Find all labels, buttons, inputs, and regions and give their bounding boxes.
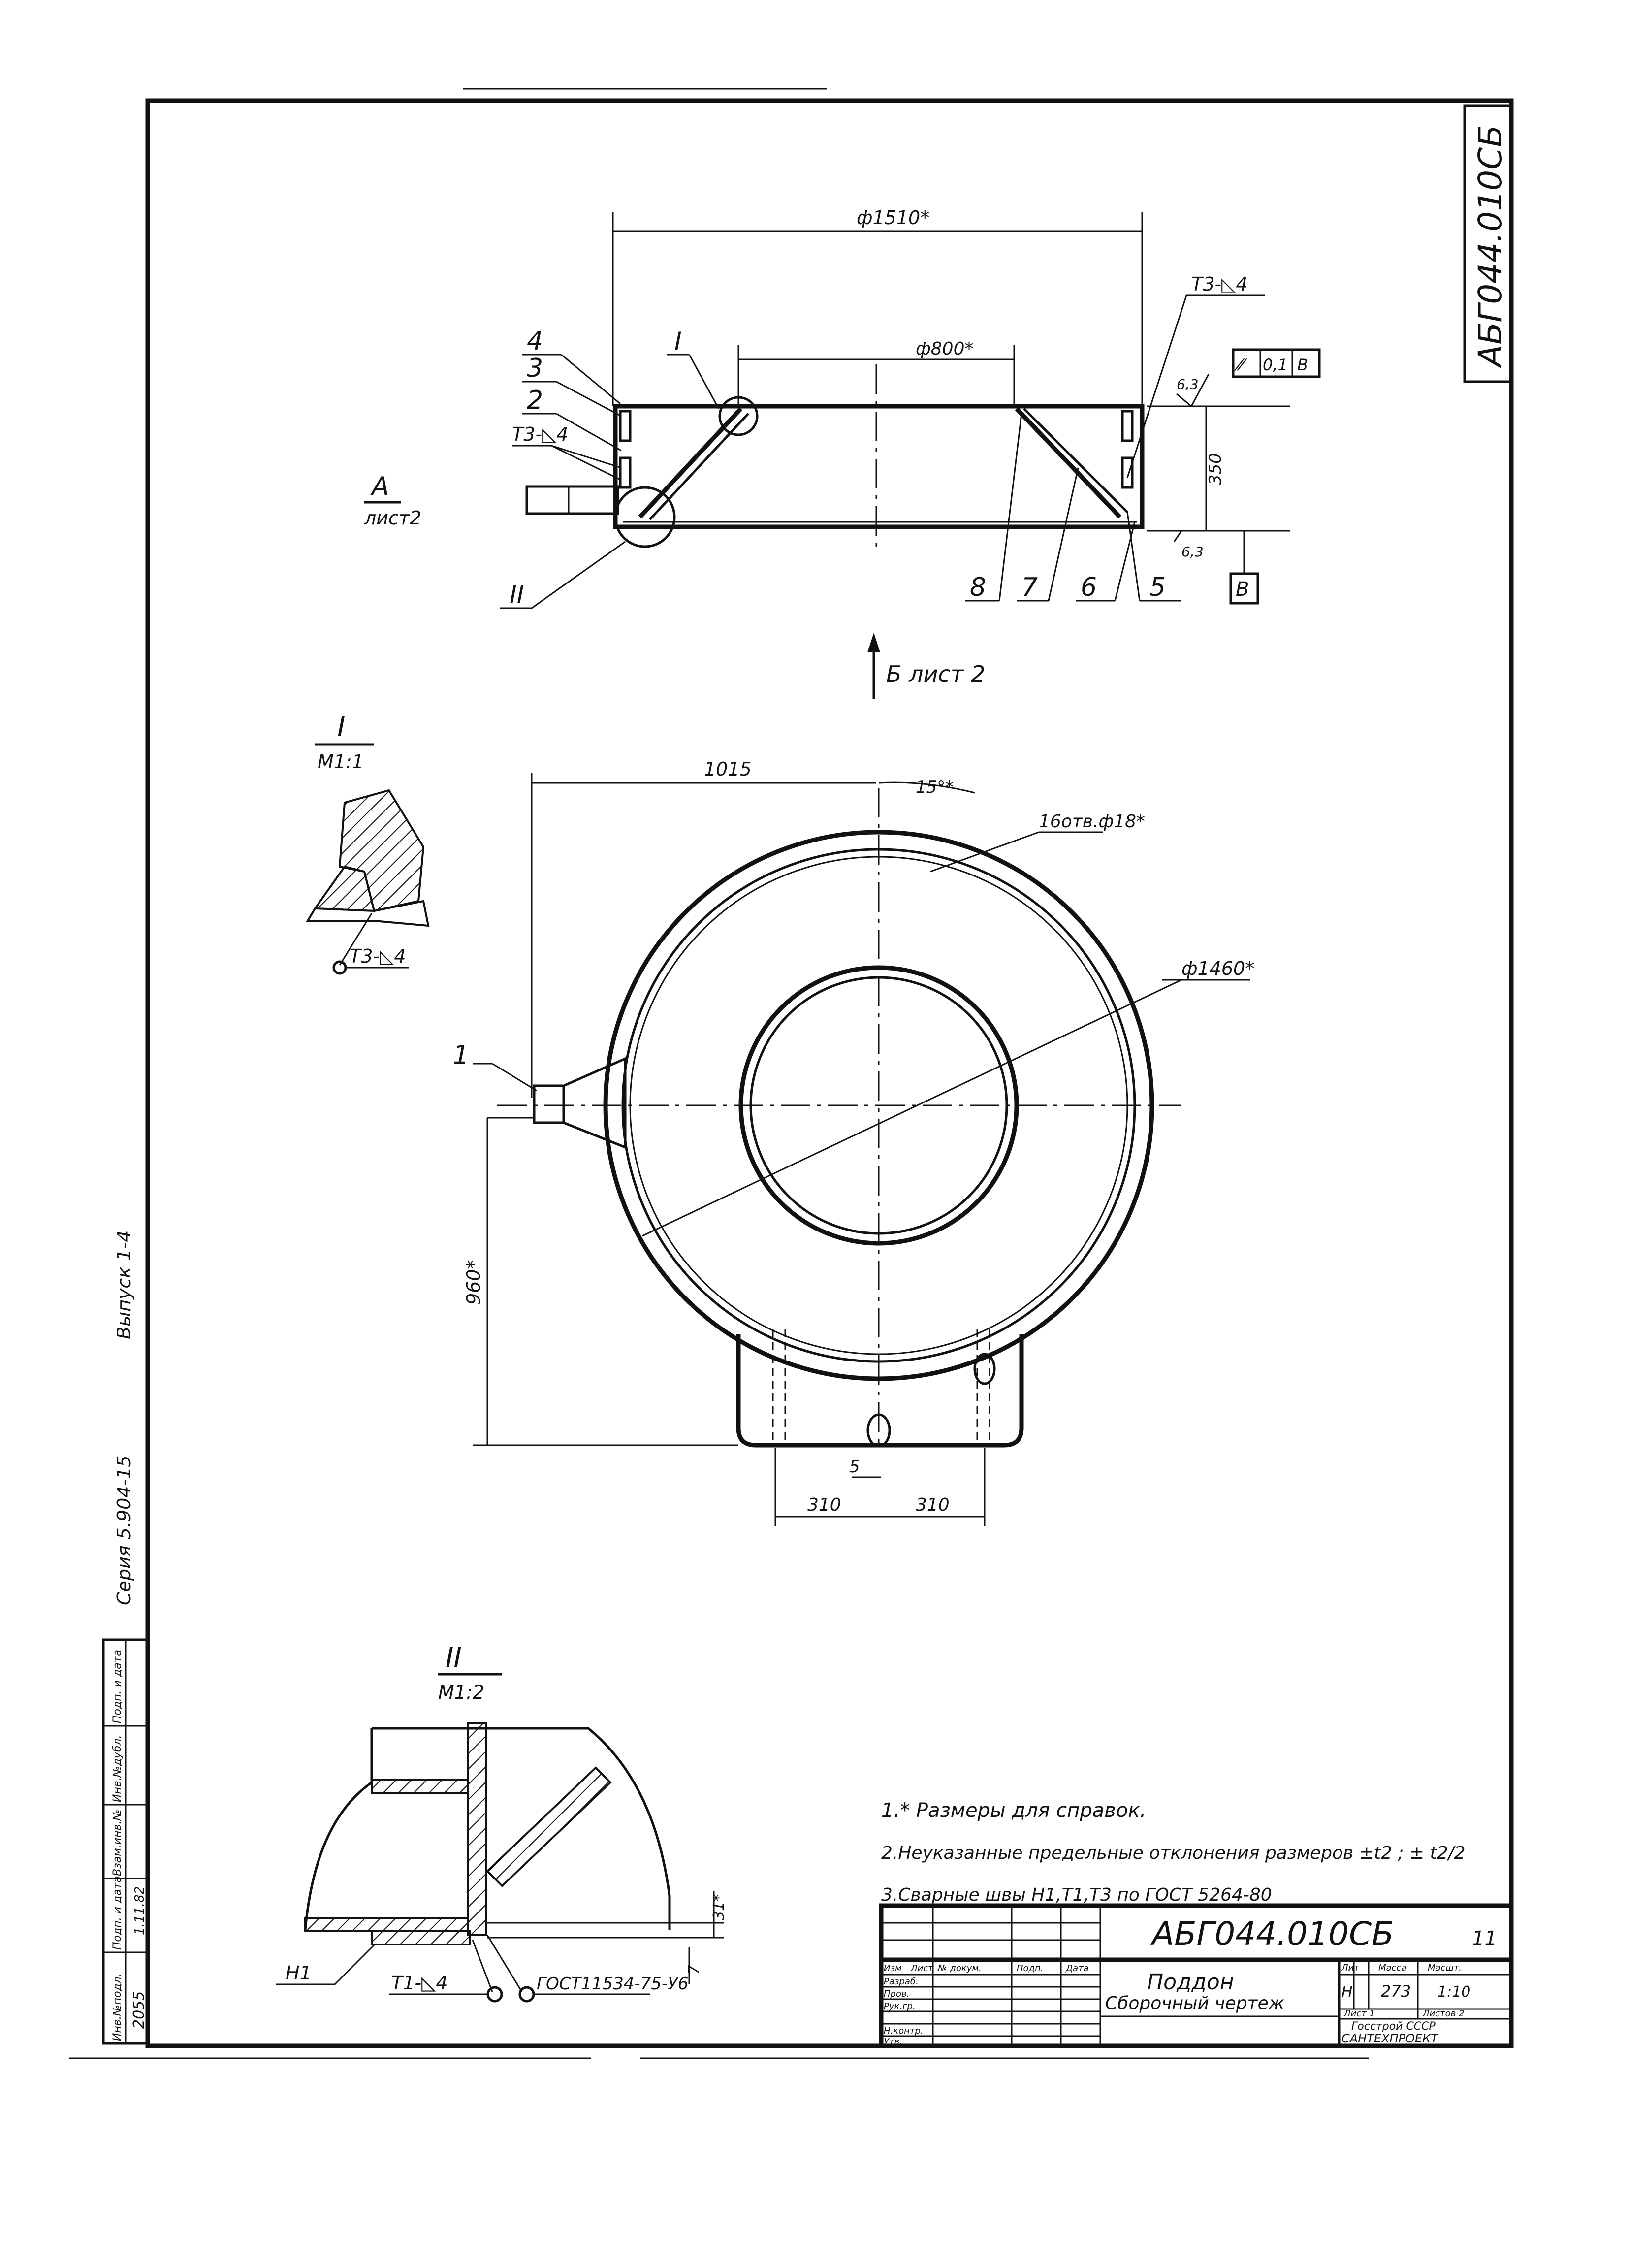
weld-t1: Т1-◺4 bbox=[391, 1972, 448, 1994]
tb-org: Госстрой СССР bbox=[1351, 2020, 1436, 2033]
tb-org2: САНТЕХПРОЕКТ bbox=[1341, 2032, 1439, 2045]
tb-role-3: Рук.гр. bbox=[884, 2001, 916, 2011]
tb-role-5: Утв. bbox=[884, 2037, 902, 2047]
side-stamp: Серия 5.904-15 Выпуск 1-4 Инв.№подл. Под… bbox=[102, 1231, 149, 2045]
detail-i-label: I bbox=[337, 711, 346, 743]
view-b-label: Б лист 2 bbox=[886, 661, 985, 687]
pos-4: 4 bbox=[527, 326, 543, 356]
holes-label: 16отв.ф18* bbox=[1039, 811, 1145, 832]
callout-ii: II bbox=[510, 581, 524, 609]
pos-1: 1 bbox=[453, 1040, 469, 1070]
tb-mass: 273 bbox=[1381, 1982, 1411, 2001]
tolerance-value: 0,1 bbox=[1263, 356, 1288, 374]
detail-ii-scale: М1:2 bbox=[438, 1682, 484, 1703]
weld-t3-right: Т3-◺4 bbox=[1191, 273, 1248, 295]
tb-subtitle: Сборочный чертеж bbox=[1105, 1993, 1285, 2013]
note-2: 2.Неуказанные предельные отклонения разм… bbox=[881, 1843, 1466, 1863]
pos-5: 5 bbox=[1149, 573, 1166, 602]
tb-col-lit: Лит bbox=[1341, 1963, 1359, 1973]
dim-5: 5 bbox=[849, 1457, 860, 1477]
title-block: Изм Лист № докум. Подп. Дата Разраб. Про… bbox=[879, 1903, 1514, 2048]
roughness-bottom: 6,3 bbox=[1181, 544, 1204, 560]
sheet-frame bbox=[69, 88, 1514, 2059]
tb-header-list: Лист bbox=[910, 1963, 933, 1974]
dim-310-right: 310 bbox=[916, 1495, 950, 1515]
tb-lit: Н bbox=[1341, 1983, 1353, 2001]
side-col-3: Взам.инв.№ bbox=[111, 1810, 124, 1876]
section-a-view: ф1510* ф800* I II bbox=[364, 207, 1321, 699]
top-right-code: АБГ044.010СБ bbox=[1471, 125, 1509, 369]
tb-sheet: Лист 1 bbox=[1343, 2009, 1375, 2019]
dim-800: ф800* bbox=[916, 339, 974, 359]
weld-h1: Н1 bbox=[286, 1962, 312, 1984]
side-inv-number: 2055 bbox=[130, 1991, 148, 2029]
side-col-5: Подп. и дата bbox=[111, 1650, 124, 1723]
datum-b: В bbox=[1236, 578, 1249, 601]
tb-role-2: Пров. bbox=[884, 1989, 909, 1999]
weld-t3-left: Т3-◺4 bbox=[512, 423, 569, 445]
side-signature-date: 1.11.82 bbox=[132, 1886, 147, 1935]
dim-31: 31* bbox=[710, 1894, 728, 1920]
note-1: 1.* Размеры для справок. bbox=[881, 1799, 1146, 1822]
roughness-top: 6,3 bbox=[1177, 376, 1199, 392]
side-col-2: Подп. и дата bbox=[111, 1876, 124, 1950]
note-3: 3.Сварные швы Н1,Т1,Т3 по ГОСТ 5264-80 bbox=[881, 1885, 1272, 1905]
detail-i: I М1:1 Т3-◺4 bbox=[306, 711, 430, 975]
tb-name: Поддон bbox=[1147, 1970, 1234, 1995]
notes: 1.* Размеры для справок. 2.Неуказанные п… bbox=[881, 1799, 1466, 1905]
side-series: Серия 5.904-15 bbox=[113, 1455, 135, 1605]
pos-3: 3 bbox=[527, 354, 543, 383]
gost-seam: ГОСТ11534-75-У6 bbox=[537, 1974, 689, 1994]
dim-960: 960* bbox=[463, 1260, 484, 1305]
detail-ii: II М1:2 31* 7 Н1 Т1-◺4 ГОСТ11534-75-У6 bbox=[276, 1642, 728, 2003]
detail-i-scale: М1:1 bbox=[318, 751, 364, 773]
tb-header-izm: Изм bbox=[884, 1963, 902, 1974]
dim-7: 7 bbox=[686, 1965, 703, 1975]
side-col-4: Инв.№дубл. bbox=[111, 1735, 124, 1802]
detail-ii-label: II bbox=[446, 1642, 462, 1674]
section-a-label: А bbox=[370, 472, 389, 501]
pos-2: 2 bbox=[527, 386, 543, 415]
tb-header-podp: Подп. bbox=[1017, 1963, 1043, 1974]
side-col-1: Инв.№подл. bbox=[111, 1973, 124, 2041]
dim-angle-15: 15°* bbox=[916, 778, 954, 797]
tb-header-date: Дата bbox=[1065, 1963, 1089, 1974]
tb-header-doc: № докум. bbox=[937, 1963, 982, 1974]
section-a-sheet: лист2 bbox=[364, 507, 421, 529]
pos-7: 7 bbox=[1021, 573, 1038, 602]
tb-code: АБГ044.010СБ bbox=[1150, 1915, 1394, 1953]
tb-role-4: Н.контр. bbox=[884, 2026, 924, 2036]
side-issue: Выпуск 1-4 bbox=[113, 1231, 135, 1339]
dim-1460: ф1460* bbox=[1181, 958, 1254, 979]
pos-6: 6 bbox=[1081, 573, 1097, 602]
detail-i-weld: Т3-◺4 bbox=[350, 945, 406, 967]
tolerance-symbol: ⁄⁄ bbox=[1234, 356, 1247, 374]
tb-scale: 1:10 bbox=[1437, 1983, 1470, 2001]
dim-350: 350 bbox=[1206, 453, 1225, 485]
pos-8: 8 bbox=[970, 573, 986, 602]
tb-sheets: Листов 2 bbox=[1422, 2009, 1464, 2019]
tb-sheet-top: 11 bbox=[1472, 1927, 1497, 1950]
top-right-code-box: АБГ044.010СБ bbox=[1463, 104, 1513, 383]
dim-310-left: 310 bbox=[807, 1495, 841, 1515]
tb-col-scale: Масшт. bbox=[1428, 1963, 1462, 1973]
tb-role-1: Разраб. bbox=[884, 1976, 919, 1987]
tb-col-mass: Масса bbox=[1378, 1963, 1406, 1973]
tolerance-datum: В bbox=[1297, 356, 1308, 374]
dim-1015: 1015 bbox=[704, 758, 752, 780]
plan-view: 1015 15°* 16отв.ф18* ф1460* 1 bbox=[453, 758, 1254, 1526]
dim-1510: ф1510* bbox=[857, 207, 929, 228]
callout-i: I bbox=[674, 327, 682, 356]
